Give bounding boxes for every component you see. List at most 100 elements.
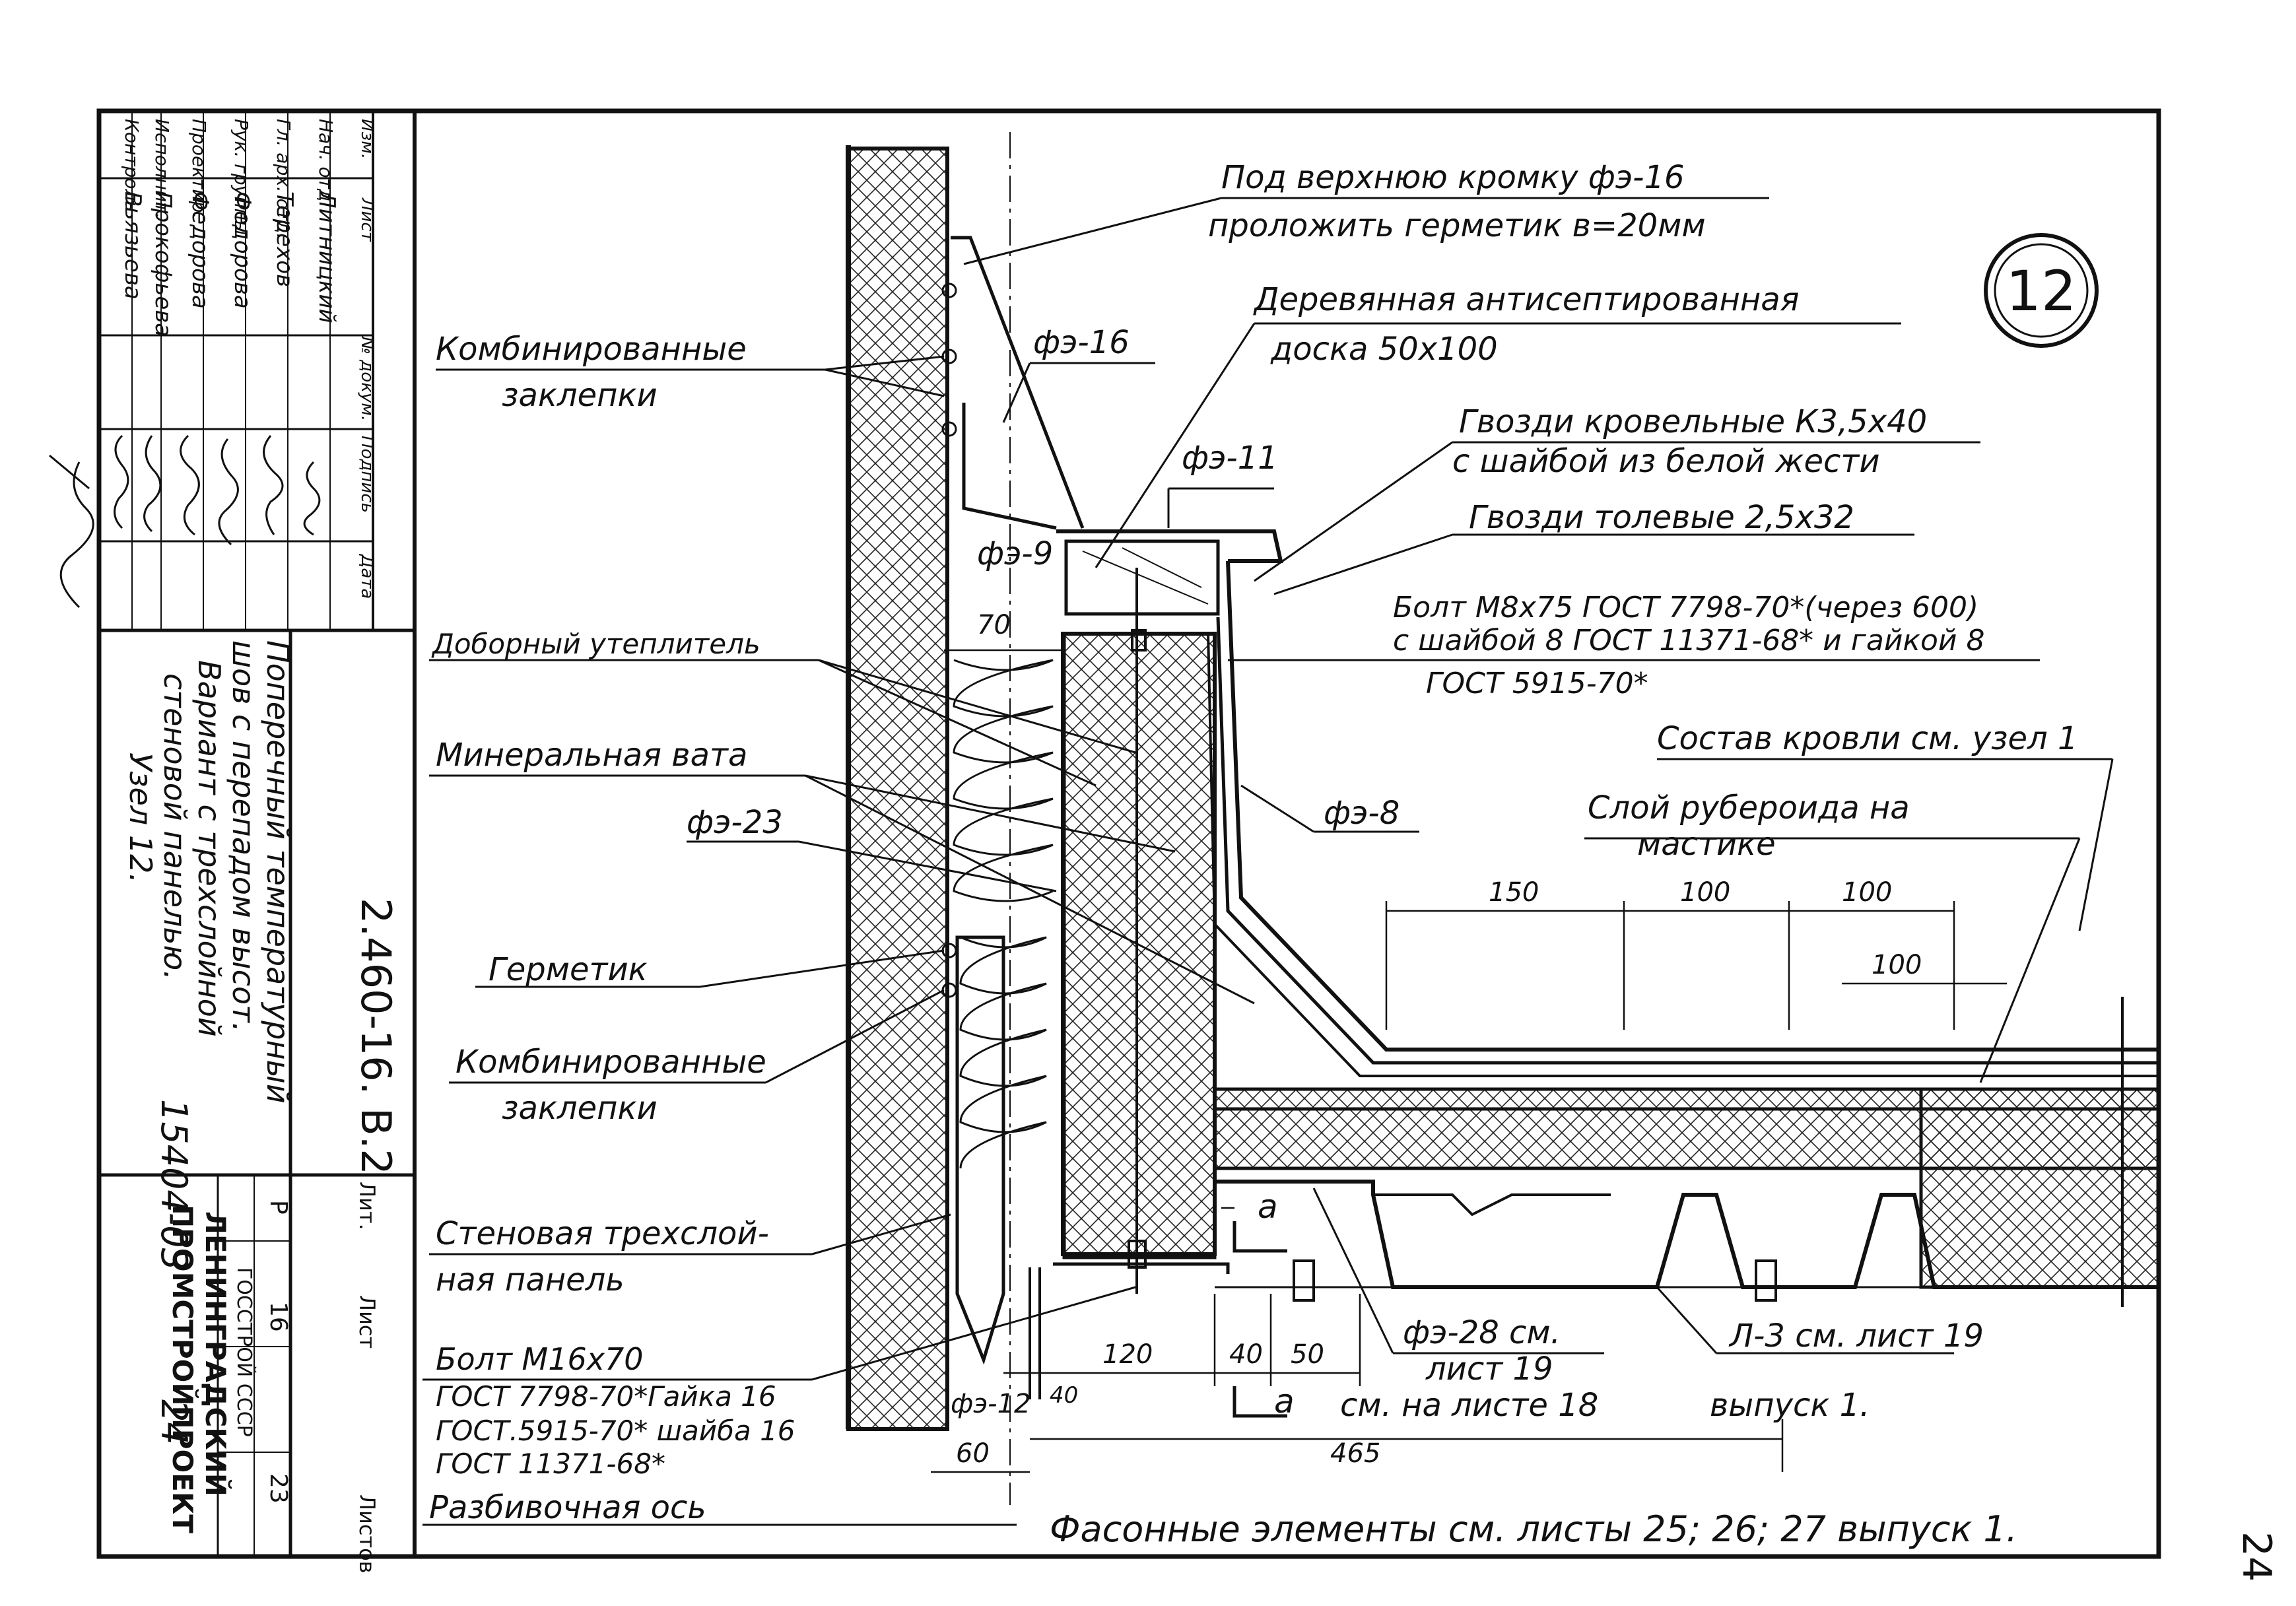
- label-top-note-1: Под верхнюю кромку фэ-16: [1221, 159, 1685, 196]
- label-fe23: фэ-23: [687, 804, 783, 841]
- leader-lines: [422, 197, 2114, 1526]
- label-fe8: фэ-8: [1324, 795, 1400, 832]
- tb-name-5: Прокофьева: [150, 191, 176, 337]
- label-shaped-elements: Фасонные элементы см. листы 25; 26; 27 в…: [1050, 1508, 2017, 1550]
- label-wood-board-2: доска 50х100: [1270, 331, 1498, 368]
- tb-sheets-header: Листов: [355, 1494, 380, 1574]
- tb-stamp-h-sign: Подпись: [357, 436, 377, 513]
- label-bolt-m16-1: Болт М16х70: [436, 1341, 644, 1377]
- label-felt-nails: Гвозди толевые 2,5х32: [1469, 499, 1854, 536]
- label-fe28-1: фэ-28 см.: [1403, 1314, 1561, 1351]
- label-sealant: Герметик: [489, 951, 648, 988]
- label-bolt-m16-2: ГОСТ 7798-70*Гайка 16: [436, 1380, 776, 1413]
- tb-name-1: Литницкий: [314, 190, 340, 323]
- tb-stamp-h-izm: Изм.: [357, 119, 377, 159]
- dim-100-b: 100: [1842, 877, 1892, 908]
- tb-stamp-h-date: Дата: [357, 554, 377, 599]
- tb-stamp-h-doc: № докум.: [357, 335, 377, 421]
- wooden-board: [1064, 539, 1220, 616]
- dim-150: 150: [1489, 877, 1539, 908]
- label-rivets-top-2: заклепки: [502, 377, 658, 414]
- tb-org-line-3: ПРОМСТРОЙПРОЕКТ: [166, 1205, 199, 1533]
- label-fe16: фэ-16: [1033, 324, 1130, 361]
- label-wall-panel-2: ная панель: [436, 1261, 625, 1298]
- tb-role-3: Рук. группы: [230, 119, 252, 235]
- label-roofing-nails-2: с шайбой из белой жести: [1452, 443, 1880, 480]
- tb-sheet-header: Лист: [355, 1295, 380, 1349]
- dim-70: 70: [977, 610, 1011, 640]
- tb-role-5: Исполнит.: [151, 119, 173, 218]
- bolts: [1128, 568, 2124, 1307]
- tb-title-line-3: Вариант с трехслойной: [191, 660, 227, 1037]
- tb-name-3: Федорова: [229, 191, 255, 309]
- label-wood-board-1: Деревянная антисептированная: [1253, 281, 1800, 318]
- section-mark-a-bottom: а: [1274, 1382, 1295, 1421]
- tb-role-4: Проектир.: [188, 119, 210, 218]
- label-layout-axis: Разбивочная ось: [429, 1489, 706, 1526]
- dim-60: 60: [956, 1438, 990, 1469]
- label-bolt-m16-4: ГОСТ 11371-68*: [436, 1448, 665, 1480]
- tb-name-6: Вьязьева: [119, 191, 146, 300]
- label-bolt-m8-3: ГОСТ 5915-70*: [1426, 667, 1648, 700]
- dim-50: 50: [1291, 1339, 1324, 1370]
- page-number: 24: [2233, 1531, 2279, 1582]
- tb-title-line-4: стеновой панелью.: [157, 673, 193, 980]
- dim-100-c: 100: [1872, 950, 1922, 980]
- tb-sheet-value: 16: [265, 1302, 292, 1332]
- dimension-lines: [931, 649, 2007, 1473]
- tb-name-4: Федорова: [187, 191, 213, 309]
- node-number: 12: [2006, 259, 2077, 323]
- label-bolt-m16-3: ГОСТ.5915-70* шайба 16: [436, 1415, 795, 1447]
- outer-frame: [96, 108, 2161, 1559]
- label-fe28-2: лист 19: [1425, 1351, 1553, 1388]
- tb-title-line-5: Узел 12.: [123, 753, 158, 883]
- tb-role-1: Нач. отд.: [315, 119, 337, 207]
- tb-title-line-1: Поперечный температурный: [260, 640, 296, 1104]
- node-circle: [1984, 233, 2099, 348]
- dim-465: 465: [1330, 1438, 1380, 1469]
- section-mark-a-top: а: [1258, 1188, 1278, 1226]
- label-mineral-wool: Минеральная вата: [436, 737, 747, 774]
- label-top-note-2: проложить герметик в=20мм: [1208, 207, 1706, 244]
- signatures: [49, 434, 321, 609]
- section-marker-top: [1232, 1221, 1287, 1253]
- tb-lit-header: Лит.: [355, 1182, 380, 1230]
- label-fe12: фэ-12: [951, 1389, 1030, 1419]
- label-rivets-bottom-1: Комбинированные: [456, 1044, 766, 1081]
- label-wall-panel-1: Стеновая трехслой-: [436, 1215, 769, 1252]
- dim-40-b: 40: [1050, 1382, 1078, 1409]
- label-roofing-nails-1: Гвозди кровельные К3,5х40: [1459, 403, 1927, 440]
- dim-100-a: 100: [1680, 877, 1730, 908]
- tb-stamp-h-list: Лист: [357, 197, 377, 242]
- label-rivets-bottom-2: заклепки: [502, 1090, 658, 1127]
- label-bolt-m8-2: с шайбой 8 ГОСТ 11371-68* и гайкой 8: [1393, 624, 1985, 657]
- label-bolt-m8-1: Болт М8х75 ГОСТ 7798-70*(через 600): [1393, 591, 1978, 624]
- tb-title-line-2: шов с перепадом высот.: [226, 640, 261, 1032]
- title-block: Лит. Лист Листов Р 16 23 ГОССТРОЙ СССР Л…: [49, 112, 415, 1574]
- detail-drawing: а а: [422, 132, 2161, 1526]
- label-l3-2: выпуск 1.: [1710, 1387, 1870, 1424]
- tb-name-2: Терехов: [271, 191, 298, 287]
- tb-lit-value: Р: [265, 1200, 292, 1215]
- label-ruberoid-2: мастике: [1637, 826, 1776, 863]
- tb-org-line-2: ЛЕНИНГРАДСКИЙ: [199, 1211, 232, 1496]
- inventory-number: 15404-03: [153, 1099, 195, 1271]
- label-roof-composition: Состав кровли см. узел 1: [1657, 720, 2078, 757]
- label-l3-1: Л-3 см. лист 19: [1728, 1318, 1984, 1355]
- dim-120: 120: [1102, 1339, 1153, 1370]
- label-ruberoid-1: Слой рубероида на: [1588, 789, 1910, 826]
- tb-org-line-1: ГОССТРОЙ СССР: [232, 1267, 256, 1437]
- tb-doc-code: 2.460-16. В.2: [352, 898, 400, 1175]
- label-rivets-top-1: Комбинированные: [436, 331, 747, 368]
- margin-page-number: 24: [153, 1399, 195, 1445]
- wall-panel-hatch: [846, 147, 949, 1431]
- label-fe11: фэ-11: [1182, 440, 1278, 477]
- section-marker-bottom: [1232, 1386, 1287, 1418]
- tb-role-2: Гл. арх. отд.: [273, 119, 294, 239]
- dim-40-a: 40: [1229, 1339, 1263, 1370]
- tb-role-6: Контроль: [121, 119, 143, 212]
- label-extra-insulation: Доборный утеплитель: [431, 628, 760, 660]
- label-see-sheet-18: см. на листе 18: [1340, 1387, 1598, 1424]
- tb-sheets-value: 23: [265, 1473, 292, 1504]
